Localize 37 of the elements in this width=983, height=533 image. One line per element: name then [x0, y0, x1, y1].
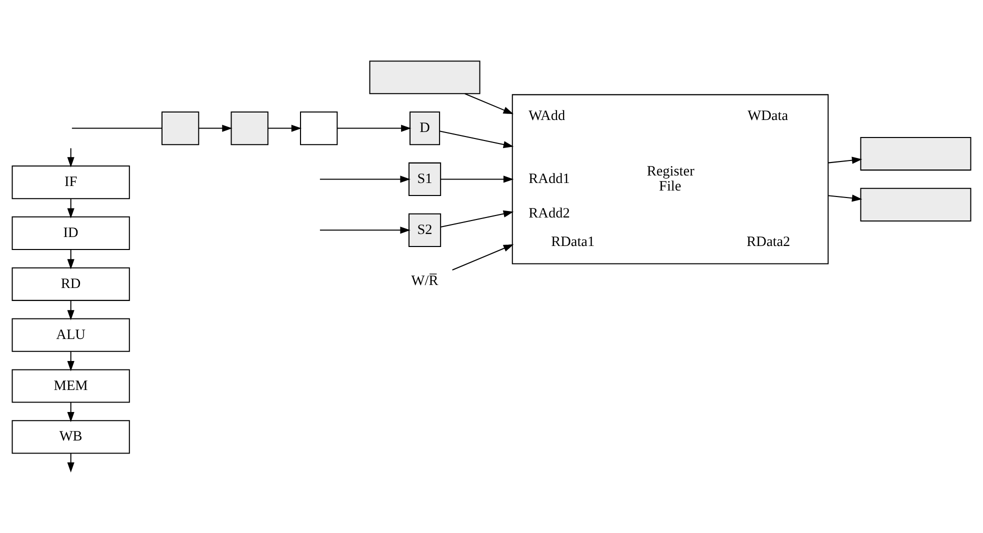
node-box: ID [12, 216, 130, 250]
node-box: D [410, 112, 440, 146]
arrow [439, 130, 514, 148]
arrow [67, 198, 74, 218]
arrow [828, 194, 862, 202]
node-box [161, 112, 200, 146]
node-box [860, 188, 972, 222]
node-box [300, 112, 338, 146]
arrow [320, 176, 410, 183]
arrow [67, 300, 74, 320]
node-box: S2 [408, 213, 442, 247]
node-box: WB [12, 420, 130, 454]
node-box: WAdd WData RAdd1 Register File RAdd2 RData1 RData2 [512, 94, 829, 264]
arrow [268, 124, 302, 132]
arrow [67, 352, 74, 372]
node-box: RD [12, 267, 130, 301]
arrow [464, 93, 514, 114]
arrow [67, 402, 74, 422]
arrow [828, 156, 862, 164]
arrow [338, 124, 412, 132]
arrow [199, 124, 232, 132]
node-box: S1 [408, 162, 442, 196]
node-box [230, 112, 268, 146]
node-text: W/R̅ [411, 272, 438, 289]
arrow [452, 244, 514, 270]
node-box: MEM [12, 369, 130, 403]
arrow [440, 176, 514, 183]
node-box [860, 136, 972, 171]
arrow [440, 210, 514, 228]
arrow [67, 250, 74, 270]
connector [72, 128, 162, 129]
node-box: IF [12, 165, 130, 200]
arrow [67, 453, 74, 473]
arrow [320, 226, 410, 234]
arrow [67, 148, 74, 168]
node-box [369, 60, 480, 94]
node-box: ALU [12, 318, 130, 352]
